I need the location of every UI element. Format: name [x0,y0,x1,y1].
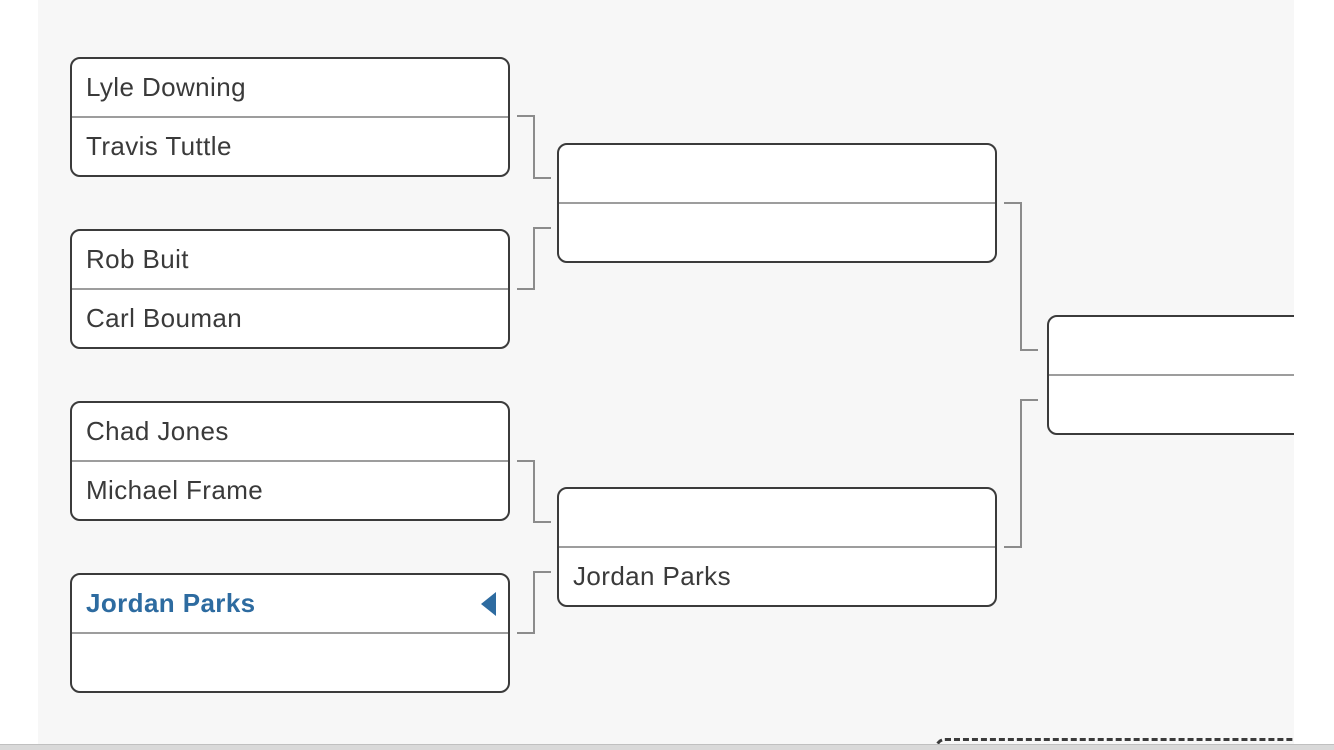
connector [517,460,533,462]
connector [535,571,551,573]
participant-name: Travis Tuttle [86,131,232,161]
connector [1020,202,1022,351]
participant-name: Jordan Parks [573,561,731,591]
connector [533,227,535,290]
slot-divider [72,632,508,634]
participant-slot[interactable] [559,204,995,261]
connector [1004,546,1020,548]
participant-slot[interactable]: Chad Jones [72,403,508,460]
participant-slot-winner[interactable]: Jordan Parks [72,575,508,632]
slot-divider [72,460,508,462]
connector [517,288,533,290]
connector [535,227,551,229]
slot-divider [559,546,995,548]
slot-divider [72,288,508,290]
participant-slot[interactable]: Jordan Parks [559,548,995,605]
participant-slot[interactable]: Rob Buit [72,231,508,288]
match-box-r2-m2: Jordan Parks [557,487,997,607]
participant-slot[interactable] [72,634,508,691]
participant-slot[interactable] [559,145,995,202]
participant-name: Lyle Downing [86,72,246,102]
slot-divider [72,116,508,118]
participant-slot[interactable]: Lyle Downing [72,59,508,116]
participant-slot[interactable] [1049,376,1294,433]
connector [1004,202,1020,204]
match-box-r1-m1: Lyle Downing Travis Tuttle [70,57,510,177]
match-box-r1-m2: Rob Buit Carl Bouman [70,229,510,349]
participant-name: Rob Buit [86,244,189,274]
connector [1020,399,1022,548]
connector [517,115,533,117]
match-box-r2-m1 [557,143,997,263]
participant-name: Michael Frame [86,475,264,505]
slot-divider [559,202,995,204]
connector [1022,399,1038,401]
match-box-r1-m3: Chad Jones Michael Frame [70,401,510,521]
connector [533,460,535,523]
slot-divider [1049,374,1294,376]
bracket-scroll-area[interactable]: Lyle Downing Travis Tuttle Rob Buit Carl… [38,0,1294,744]
participant-slot[interactable]: Michael Frame [72,462,508,519]
horizontal-scrollbar[interactable] [0,744,1334,750]
match-box-final [1047,315,1294,435]
connector [533,571,535,634]
connector [1022,349,1038,351]
participant-name: Chad Jones [86,416,229,446]
match-box-r1-m4: Jordan Parks [70,573,510,693]
connector [535,177,551,179]
participant-slot[interactable]: Carl Bouman [72,290,508,347]
connector [533,115,535,179]
connector [517,632,533,634]
participant-slot[interactable] [1049,317,1294,374]
participant-name: Jordan Parks [86,588,256,618]
connector [535,521,551,523]
participant-slot[interactable] [559,489,995,546]
participant-slot[interactable]: Travis Tuttle [72,118,508,175]
next-match-placeholder-box [935,738,1294,744]
left-triangle-icon [481,591,496,616]
participant-name: Carl Bouman [86,303,243,333]
